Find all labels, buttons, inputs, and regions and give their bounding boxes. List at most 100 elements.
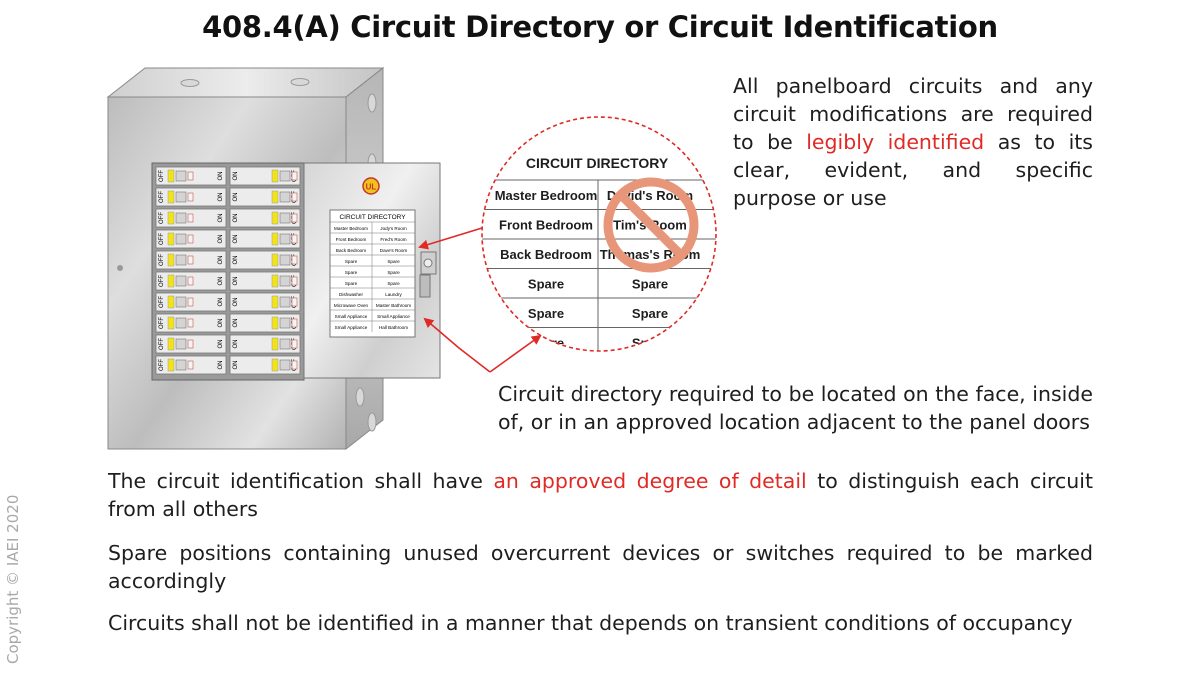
ul-logo xyxy=(362,177,380,195)
directory-card-cell: Spare xyxy=(345,270,358,275)
ul-logo-text: UL xyxy=(366,183,377,192)
zoom-heading: CIRCUIT DIRECTORY xyxy=(526,155,669,171)
detail-text-1: The circuit identification shall have xyxy=(108,469,494,493)
directory-location-text: Circuit directory required to be located… xyxy=(498,382,1093,434)
breaker-off-label: OFF xyxy=(159,275,165,287)
breaker-off-label: OFF xyxy=(159,254,165,266)
breaker-on-label: ON xyxy=(233,361,239,370)
zoom-table-cell: Spare xyxy=(528,306,564,321)
zoom-table-cell: Spare xyxy=(528,277,564,292)
directory-location-paragraph: Circuit directory required to be located… xyxy=(498,380,1093,436)
zoom-table-cell: Spare xyxy=(632,277,668,292)
directory-card-cell: Small Appliance xyxy=(335,325,368,330)
circuit-breaker: OFF ON xyxy=(155,208,227,228)
directory-card-cell: Back Bedroom xyxy=(336,248,366,253)
top-right-text-2: as to its clear, evident, and specific p… xyxy=(733,130,1093,210)
directory-card-heading: CIRCUIT DIRECTORY xyxy=(339,214,406,221)
directory-card-cell: Fred's Room xyxy=(380,237,406,242)
breaker-on-label: ON xyxy=(233,298,239,307)
directory-card-cell: Jody's Room xyxy=(380,226,407,231)
breaker-on-label: ON xyxy=(218,214,224,223)
occupancy-paragraph: Circuits shall not be identified in a ma… xyxy=(108,609,1098,637)
approved-detail-highlight: an approved degree of detail xyxy=(493,469,807,493)
prohibited-icon xyxy=(603,177,699,273)
directory-card-cell: Dishwasher xyxy=(339,292,363,297)
occupancy-text: Circuits shall not be identified in a ma… xyxy=(108,611,1073,635)
breaker-off-label: OFF xyxy=(159,359,165,371)
circuit-breaker: OFF ON xyxy=(155,313,227,333)
breaker-on-label: ON xyxy=(218,235,224,244)
page-title: 408.4(A) Circuit Directory or Circuit Id… xyxy=(202,10,998,44)
circuit-breaker: OFF ON xyxy=(155,187,227,207)
breaker-on-label: ON xyxy=(233,214,239,223)
breaker-on-label: ON xyxy=(218,340,224,349)
arrow-to-directory xyxy=(418,227,483,250)
circuit-breaker: OFF ON xyxy=(155,229,227,249)
breaker-on-label: ON xyxy=(233,256,239,265)
breaker-on-label: ON xyxy=(218,172,224,181)
breaker-on-label: ON xyxy=(218,361,224,370)
zoom-table-cell: Master Bedroom xyxy=(495,188,598,203)
breaker-on-label: ON xyxy=(218,193,224,202)
zoom-table-cell: Spare xyxy=(632,336,668,351)
breaker-off-label: OFF xyxy=(159,191,165,203)
circuit-breaker: OFF ON xyxy=(155,166,227,186)
breaker-on-label: ON xyxy=(233,193,239,202)
detail-text-2: to distinguish each circuit from all oth… xyxy=(108,469,1093,521)
breaker-on-label: ON xyxy=(233,172,239,181)
breaker-off-label: OFF xyxy=(159,296,165,308)
directory-card-cell: Small Appliance xyxy=(377,314,410,319)
directory-card-cell: Spare xyxy=(345,281,358,286)
breaker-on-label: ON xyxy=(233,319,239,328)
circuit-breaker: OFF ON xyxy=(155,355,227,375)
breaker-on-label: ON xyxy=(218,256,224,265)
breaker-on-label: ON xyxy=(218,298,224,307)
breaker-off-label: OFF xyxy=(159,233,165,245)
arrow-to-door-face xyxy=(423,317,491,373)
detail-paragraph: The circuit identification shall have an… xyxy=(108,467,1093,523)
directory-card-cell: Spare xyxy=(345,259,358,264)
directory-card-cell: Front Bedroom xyxy=(336,237,367,242)
breaker-off-label: OFF xyxy=(159,170,165,182)
top-right-text-1: All panelboard circuits and any circuit … xyxy=(733,74,1093,154)
breaker-on-label: ON xyxy=(233,277,239,286)
breaker-on-label: ON xyxy=(218,319,224,328)
directory-card-cell: Master Bedroom xyxy=(334,226,368,231)
directory-card: CIRCUIT DIRECTORY Master Bedroom Jody's R… xyxy=(329,209,416,338)
legibly-identified-highlight: legibly identified xyxy=(806,130,985,154)
circuit-breaker: OFF ON xyxy=(155,292,227,312)
directory-card-cell: Spare xyxy=(387,281,400,286)
arrow-to-zoom xyxy=(489,334,542,373)
spare-text: Spare positions containing unused overcu… xyxy=(108,541,1093,593)
breaker-off-label: OFF xyxy=(159,317,165,329)
breaker-panel: OFF ON OFF ON OFF ON OFF ON OFF ON OFF ON OFF ON OFF ON… xyxy=(151,162,305,381)
zoom-table-cell: Spare xyxy=(632,306,668,321)
directory-card-cell: Microwave Oven xyxy=(334,303,369,308)
breaker-on-label: ON xyxy=(233,235,239,244)
directory-card-cell: Hall Bathroom xyxy=(379,325,408,330)
directory-card-cell: Small Appliance xyxy=(335,314,368,319)
copyright-notice: Copyright © IAEI 2020 xyxy=(4,494,22,664)
directory-card-cell: Spare xyxy=(387,270,400,275)
zoom-table-cell: Back Bedroom xyxy=(500,247,592,262)
directory-card-cell: Laundry xyxy=(385,292,402,297)
circuit-breaker: OFF ON xyxy=(155,250,227,270)
breaker-off-label: OFF xyxy=(159,212,165,224)
directory-card-cell: Master Bathroom xyxy=(376,303,411,308)
zoom-table-cell: Front Bedroom xyxy=(499,218,593,233)
pointer-arrows xyxy=(418,227,542,373)
directory-card-cell: Spare xyxy=(387,259,400,264)
breaker-on-label: ON xyxy=(233,340,239,349)
top-right-paragraph: All panelboard circuits and any circuit … xyxy=(733,72,1093,212)
